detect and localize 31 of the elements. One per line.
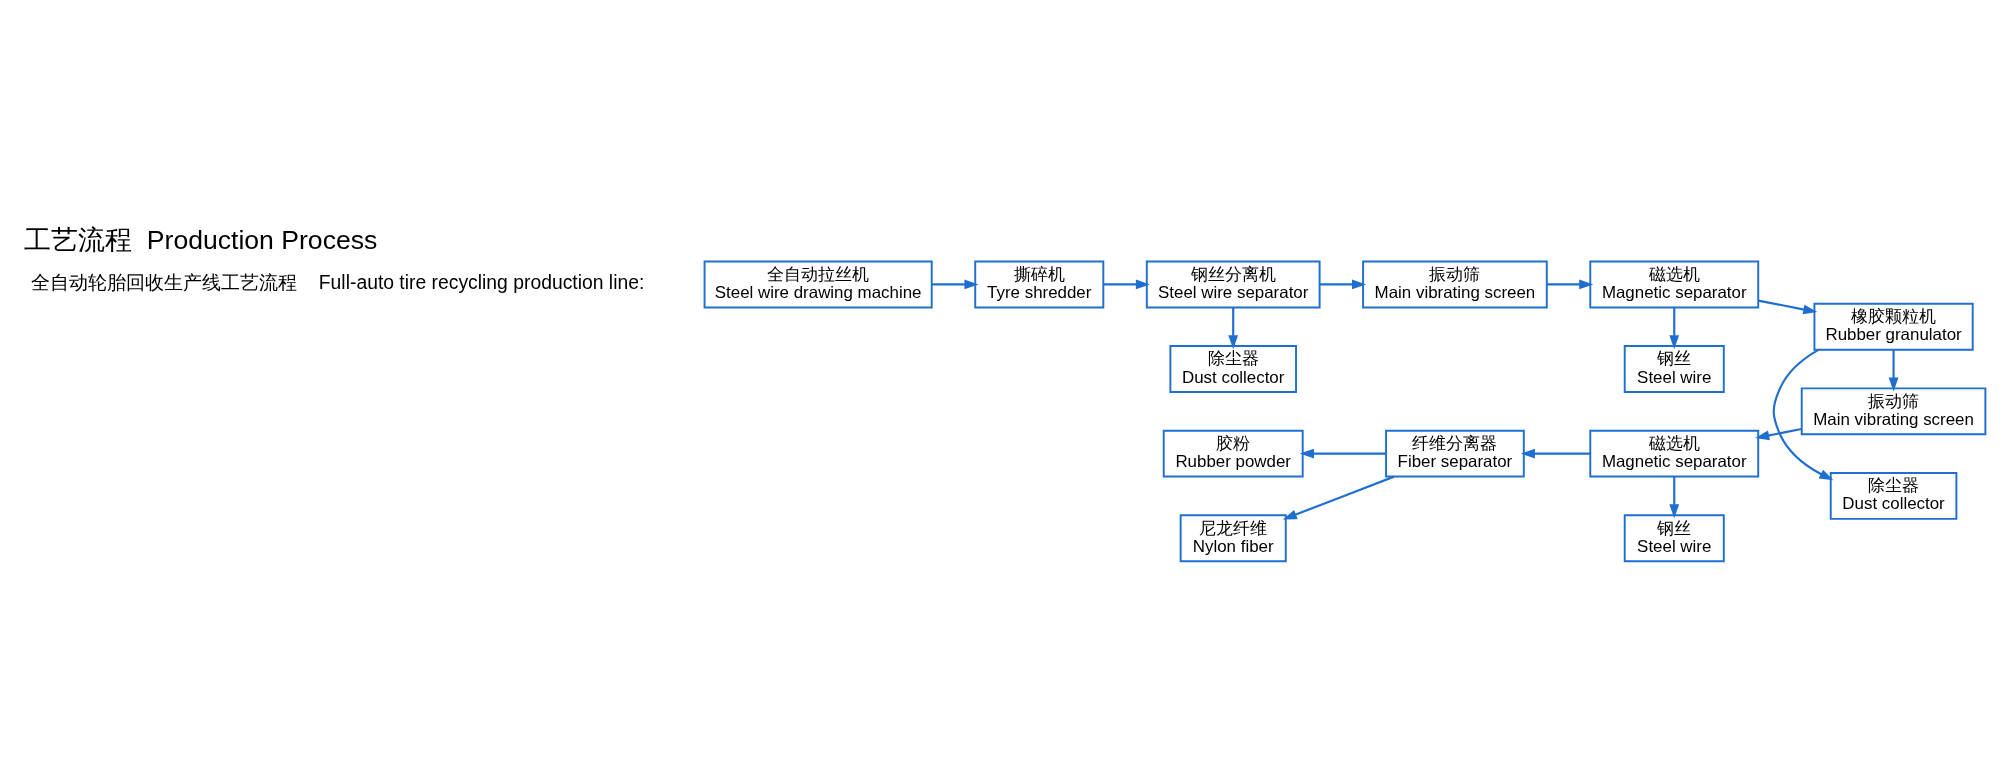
arrow — [1228, 307, 1239, 349]
label: 全自动轮胎回收生产线工艺流程 Full-auto tire recycling production line: — [31, 271, 645, 293]
node-box: 磁选机 Magnetic separator — [1589, 429, 1760, 478]
node-box: 纤维分离器 Fiber separator — [1385, 429, 1525, 478]
node-box: 振动筛 Main vibrating screen — [1362, 260, 1548, 308]
arrow — [931, 279, 979, 289]
arrow — [1888, 349, 1899, 391]
node-box: 胶粉 Rubber powder — [1162, 429, 1304, 478]
arrow — [1520, 448, 1590, 459]
node-box: 振动筛 Main vibrating screen — [1800, 386, 1987, 435]
node-box: 钢丝分离机 Steel wire separator — [1145, 260, 1321, 308]
arrow — [1299, 448, 1386, 459]
diagram-title: 工艺流程 Production Process — [24, 224, 378, 255]
node-box: 磁选机 Magnetic separator — [1589, 260, 1760, 308]
node-box: 尼龙纤维 Nylon fiber — [1179, 513, 1287, 562]
arrow — [1546, 279, 1594, 289]
node-box: 钢丝 Steel wire — [1623, 344, 1725, 393]
node-box: 橡胶颗粒机 Rubber granulator — [1813, 302, 1974, 351]
arrow — [1319, 279, 1367, 289]
node-box: 钢丝 Steel wire — [1623, 513, 1725, 562]
arrow — [1669, 307, 1680, 349]
arrow — [1772, 348, 1834, 480]
node-box: 除尘器 Dust collector — [1169, 344, 1297, 393]
node-box: 全自动拉丝机 Steel wire drawing machine — [703, 260, 933, 308]
arrow — [1669, 476, 1680, 518]
arrow — [1755, 427, 1802, 440]
arrow — [1103, 279, 1150, 289]
arrow — [1282, 475, 1395, 520]
node-box: 除尘器 Dust collector — [1829, 471, 1958, 520]
arrow — [1758, 299, 1818, 314]
node-box: 撕碎机 Tyre shredder — [974, 260, 1105, 308]
